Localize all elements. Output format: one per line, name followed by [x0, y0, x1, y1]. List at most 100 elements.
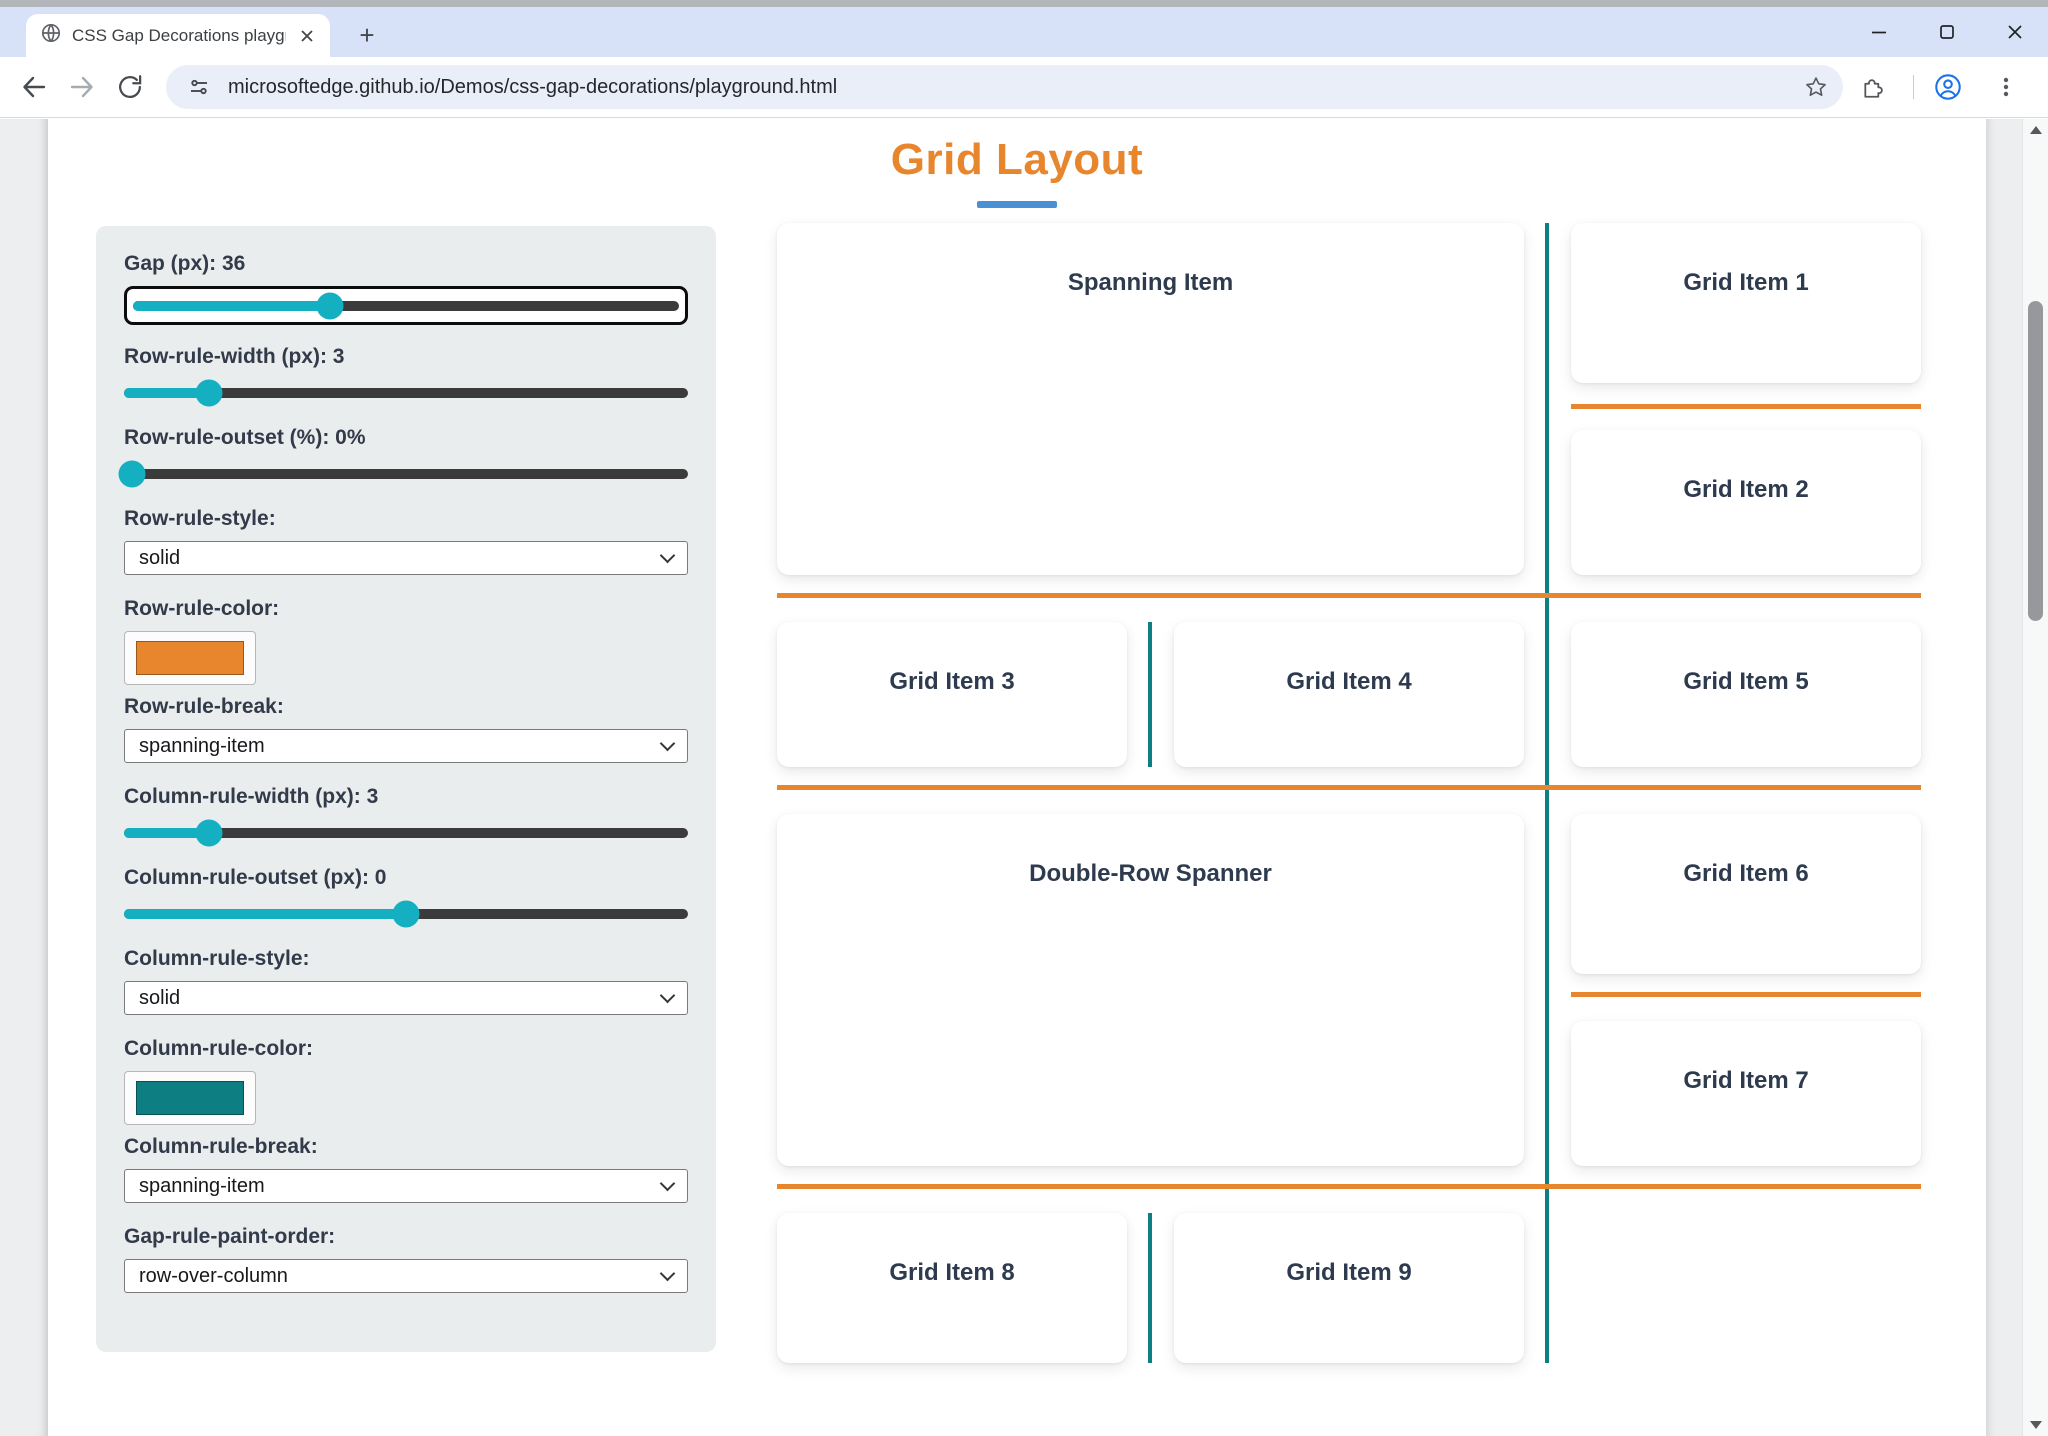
grid-card-item-3: Grid Item 3 — [777, 622, 1127, 767]
slider-fill — [124, 828, 209, 838]
site-info-icon[interactable] — [182, 70, 216, 104]
toolbar-divider — [1913, 75, 1914, 99]
gap-label: Gap (px): 36 — [124, 252, 246, 275]
control-row-rule-style: Row-rule-style: solid — [124, 507, 688, 575]
slider-thumb[interactable] — [392, 900, 420, 928]
grid-card-item-4: Grid Item 4 — [1174, 622, 1524, 767]
select-value: solid — [139, 546, 181, 569]
page-title: Grid Layout — [890, 135, 1144, 184]
control-gap-rule-paint-order: Gap-rule-paint-order: row-over-column — [124, 1225, 688, 1293]
grid-card-item-5: Grid Item 5 — [1571, 622, 1921, 767]
bookmark-star-icon[interactable] — [1799, 70, 1833, 104]
row-rule-gap2 — [777, 593, 1921, 598]
tab-close-icon[interactable] — [296, 25, 318, 47]
back-button[interactable] — [14, 67, 54, 107]
page-right-gutter — [1986, 119, 2022, 1436]
url-bar[interactable]: microsoftedge.github.io/Demos/css-gap-de… — [166, 65, 1843, 109]
slider-track[interactable] — [124, 828, 688, 838]
scrollbar-down-arrow[interactable] — [2023, 1414, 2048, 1436]
slider-track[interactable] — [124, 388, 688, 398]
column-rule-col1-col2-row6 — [1148, 1213, 1152, 1363]
page-left-gutter — [0, 119, 48, 1436]
column-rule-style-select[interactable]: solid — [124, 981, 688, 1015]
row-rule-width-slider[interactable] — [124, 379, 688, 407]
page-scrollbar[interactable] — [2022, 119, 2048, 1436]
select-value: solid — [139, 986, 181, 1009]
window-controls — [1864, 17, 2030, 47]
window-top-edge — [0, 0, 2048, 7]
row-rule-gap1 — [1571, 404, 1921, 409]
row-rule-break-label: Row-rule-break: — [124, 695, 284, 718]
close-window-button[interactable] — [2000, 17, 2030, 47]
slider-track[interactable] — [124, 469, 688, 479]
new-tab-button[interactable]: + — [359, 19, 375, 50]
control-column-rule-width: Column-rule-width (px): 3 — [124, 785, 688, 847]
forward-button[interactable] — [62, 67, 102, 107]
row-rule-color-swatch — [136, 641, 244, 675]
toolbar-right-cluster — [1851, 67, 2034, 107]
browser-tab[interactable]: CSS Gap Decorations playgroun — [26, 14, 330, 57]
chevron-down-icon — [659, 547, 676, 564]
grid-card-double-row-spanner: Double-Row Spanner — [777, 814, 1524, 1166]
row-rule-color-label: Row-rule-color: — [124, 597, 280, 620]
chevron-down-icon — [659, 735, 676, 752]
globe-favicon-icon — [40, 22, 62, 49]
column-rule-width-label: Column-rule-width (px): 3 — [124, 785, 379, 808]
column-rule-break-label: Column-rule-break: — [124, 1135, 318, 1158]
control-column-rule-color: Column-rule-color: — [124, 1037, 688, 1125]
gap-slider[interactable] — [133, 292, 679, 320]
grid-card-item-8: Grid Item 8 — [777, 1213, 1127, 1363]
main-content: Grid Layout Gap (px): 36 Row-rule-width … — [48, 119, 1986, 1436]
row-rule-color-picker[interactable] — [124, 631, 256, 685]
row-rule-gap4 — [1571, 992, 1921, 997]
row-rule-outset-slider[interactable] — [118, 460, 688, 488]
column-rule-break-select[interactable]: spanning-item — [124, 1169, 688, 1203]
maximize-button[interactable] — [1932, 17, 1962, 47]
row-rule-width-label: Row-rule-width (px): 3 — [124, 345, 345, 368]
row-rule-style-select[interactable]: solid — [124, 541, 688, 575]
slider-thumb[interactable] — [195, 819, 223, 847]
title-underline — [977, 201, 1057, 208]
row-rule-outset-label: Row-rule-outset (%): 0% — [124, 426, 366, 449]
grid-card-item-7: Grid Item 7 — [1571, 1021, 1921, 1166]
slider-fill — [124, 388, 209, 398]
tab-title: CSS Gap Decorations playgroun — [72, 25, 286, 45]
column-rule-width-slider[interactable] — [124, 819, 688, 847]
controls-panel: Gap (px): 36 Row-rule-width (px): 3 — [96, 226, 716, 1352]
column-rule-style-label: Column-rule-style: — [124, 947, 310, 970]
url-text: microsoftedge.github.io/Demos/css-gap-de… — [228, 75, 838, 98]
page-viewport: Grid Layout Gap (px): 36 Row-rule-width … — [0, 119, 2048, 1436]
slider-fill — [124, 909, 406, 919]
column-rule-color-swatch — [136, 1081, 244, 1115]
gap-rule-paint-order-select[interactable]: row-over-column — [124, 1259, 688, 1293]
slider-track[interactable] — [133, 301, 679, 311]
profile-avatar[interactable] — [1928, 67, 1968, 107]
chevron-down-icon — [659, 1265, 676, 1282]
grid-card-item-1: Grid Item 1 — [1571, 223, 1921, 383]
grid-card-item-6: Grid Item 6 — [1571, 814, 1921, 974]
control-gap: Gap (px): 36 — [124, 252, 688, 325]
slider-thumb[interactable] — [118, 460, 146, 488]
control-row-rule-outset: Row-rule-outset (%): 0% — [118, 426, 688, 488]
chevron-down-icon — [659, 987, 676, 1004]
scrollbar-thumb[interactable] — [2028, 301, 2043, 621]
slider-thumb[interactable] — [195, 379, 223, 407]
gap-rule-paint-order-label: Gap-rule-paint-order: — [124, 1225, 336, 1248]
control-row-rule-break: Row-rule-break: spanning-item — [124, 695, 688, 763]
control-column-rule-style: Column-rule-style: solid — [124, 947, 688, 1015]
scrollbar-up-arrow[interactable] — [2023, 119, 2048, 141]
row-rule-break-select[interactable]: spanning-item — [124, 729, 688, 763]
slider-thumb[interactable] — [316, 292, 344, 320]
control-column-rule-break: Column-rule-break: spanning-item — [124, 1135, 688, 1203]
minimize-button[interactable] — [1864, 17, 1894, 47]
control-row-rule-color: Row-rule-color: — [124, 597, 688, 685]
column-rule-color-picker[interactable] — [124, 1071, 256, 1125]
grid-demo: Spanning Item Grid Item 1 Grid Item 2 Gr… — [777, 223, 1923, 1363]
column-rule-outset-slider[interactable] — [124, 900, 688, 928]
row-rule-gap3 — [777, 785, 1921, 790]
reload-button[interactable] — [110, 67, 150, 107]
column-rule-outset-label: Column-rule-outset (px): 0 — [124, 866, 387, 889]
menu-dots-icon[interactable] — [1986, 67, 2026, 107]
grid-card-item-9: Grid Item 9 — [1174, 1213, 1524, 1363]
extensions-puzzle-icon[interactable] — [1851, 67, 1891, 107]
